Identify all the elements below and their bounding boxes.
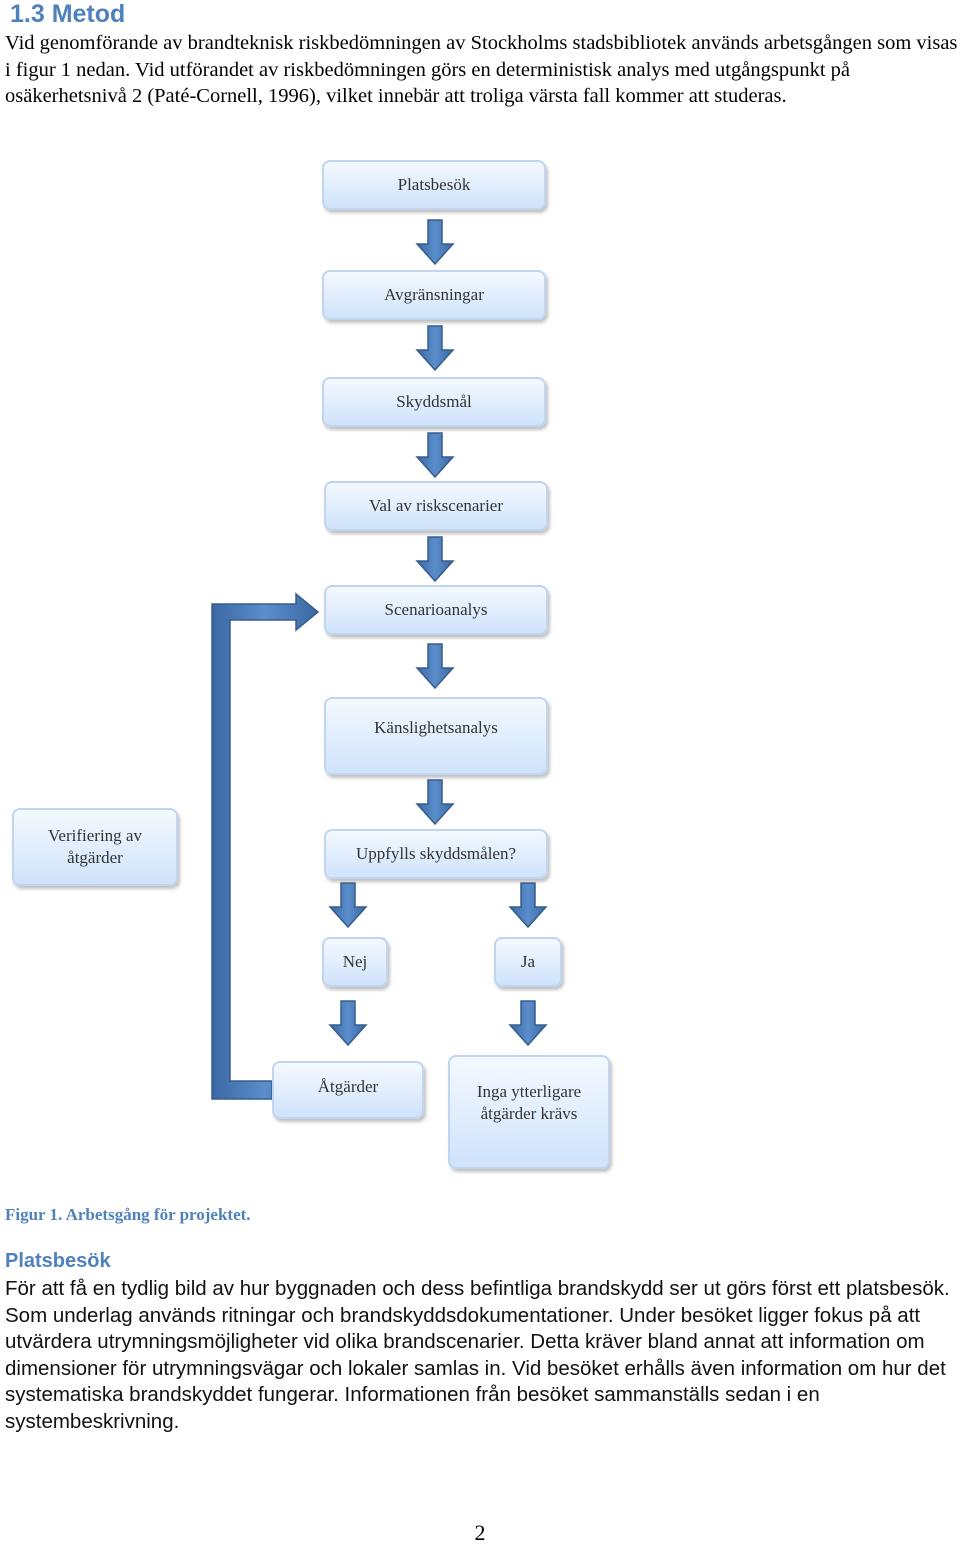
down-arrow-3 [415, 432, 455, 479]
step-avgransningar: Avgränsningar [322, 270, 546, 320]
step-ja: Ja [494, 937, 562, 987]
down-arrow-ja-1 [508, 882, 548, 929]
feedback-loop-arrow [211, 592, 320, 1100]
step-scenarioanalys: Scenarioanalys [324, 585, 548, 635]
step-inga-ytterligare-atgarder: Inga ytterligare åtgärder krävs [448, 1055, 610, 1169]
down-arrow-ja-2 [508, 1000, 548, 1047]
section-heading: 1.3 Metod [10, 0, 126, 28]
down-arrow-1 [415, 219, 455, 266]
page-number: 2 [474, 1520, 486, 1545]
step-nej: Nej [322, 937, 388, 987]
step-uppfylls-skyddsmalen: Uppfylls skyddsmålen? [324, 829, 548, 879]
figure-caption: Figur 1. Arbetsgång för projektet. [5, 1205, 251, 1224]
intro-text: Vid genomförande av brandteknisk riskbed… [5, 30, 960, 110]
step-verifiering-av-atgarder: Verifiering av åtgärder [12, 808, 178, 886]
flowchart-arrows [211, 219, 548, 1100]
step-skyddsmal: Skyddsmål [322, 377, 546, 427]
down-arrow-6 [415, 779, 455, 826]
intro-paragraph: Vid genomförande av brandteknisk riskbed… [5, 32, 958, 107]
down-arrow-4 [415, 536, 455, 583]
down-arrow-5 [415, 643, 455, 690]
step-val-av-riskscenarier: Val av riskscenarier [324, 481, 548, 531]
platsbesok-heading: Platsbesök [5, 1250, 111, 1272]
down-arrow-nej-2 [328, 1000, 368, 1047]
step-kanslighetsanalys: Känslighetsanalys [324, 697, 548, 775]
step-atgarder: Åtgärder [272, 1061, 424, 1119]
step-platsbesok: Platsbesök [322, 160, 546, 210]
down-arrow-nej-1 [328, 882, 368, 929]
down-arrow-2 [415, 325, 455, 372]
platsbesok-text: För att få en tydlig bild av hur byggnad… [5, 1276, 960, 1435]
platsbesok-paragraph: För att få en tydlig bild av hur byggnad… [5, 1277, 950, 1433]
